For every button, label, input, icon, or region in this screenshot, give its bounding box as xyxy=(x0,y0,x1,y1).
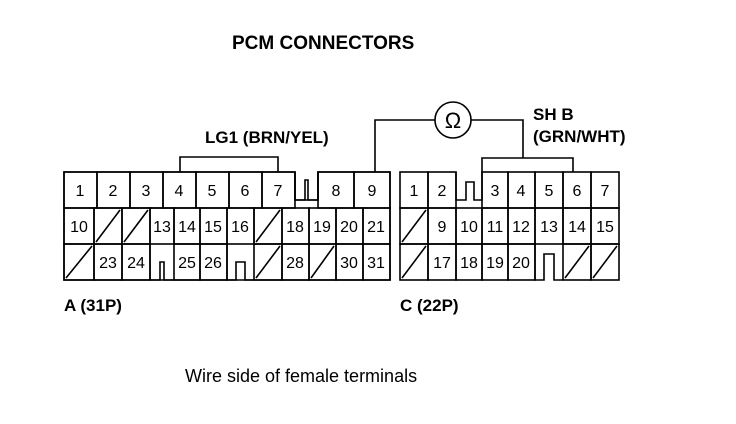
connector-c-row-3: 17 18 19 20 xyxy=(399,243,620,281)
pin-c-9: 9 xyxy=(438,219,447,236)
pin-c-1: 1 xyxy=(410,183,419,200)
lg1-wire-label: LG1 (BRN/YEL) xyxy=(205,128,329,147)
pin-a-21: 21 xyxy=(367,219,385,236)
pin-c-12: 12 xyxy=(512,219,530,236)
connector-c-label: C (22P) xyxy=(400,296,459,315)
pin-a-4: 4 xyxy=(175,183,184,200)
pin-a-10: 10 xyxy=(70,219,88,236)
pin-c-13: 13 xyxy=(540,219,558,236)
footer-caption: Wire side of female terminals xyxy=(185,366,417,386)
pin-a-2: 2 xyxy=(109,183,118,200)
pin-c-15: 15 xyxy=(596,219,614,236)
blank-slash xyxy=(401,209,427,243)
test-lead-wires xyxy=(179,119,574,172)
pin-a-26: 26 xyxy=(204,255,222,272)
connector-a-row-1: 1 2 3 4 5 6 7 8 9 xyxy=(63,171,391,209)
pin-a-13: 13 xyxy=(153,219,171,236)
pin-c-17: 17 xyxy=(433,255,451,272)
pin-a-25: 25 xyxy=(178,255,196,272)
blank-slash xyxy=(401,245,427,279)
pin-c-19: 19 xyxy=(486,255,504,272)
pin-a-14: 14 xyxy=(178,219,196,236)
pin-a-30: 30 xyxy=(340,255,358,272)
pin-c-14: 14 xyxy=(568,219,586,236)
blank-slash xyxy=(564,245,590,279)
pin-a-7: 7 xyxy=(274,183,283,200)
pin-a-15: 15 xyxy=(204,219,222,236)
pin-c-5: 5 xyxy=(545,183,554,200)
pin-a-3: 3 xyxy=(142,183,151,200)
connector-a-label: A (31P) xyxy=(64,296,122,315)
pin-c-2: 2 xyxy=(438,183,447,200)
pin-a-19: 19 xyxy=(313,219,331,236)
shb-wire-color-label: (GRN/WHT) xyxy=(533,127,626,146)
pin-a-31: 31 xyxy=(367,255,385,272)
pin-a-5: 5 xyxy=(208,183,217,200)
pin-c-20: 20 xyxy=(512,255,530,272)
pin-a-18: 18 xyxy=(286,219,304,236)
pin-c-10: 10 xyxy=(460,219,478,236)
ohm-symbol: Ω xyxy=(445,108,461,133)
blank-slash xyxy=(255,209,281,243)
pin-a-1: 1 xyxy=(76,183,85,200)
connector-c-row-1: 1 2 3 4 5 6 7 xyxy=(399,171,620,209)
pin-a-9: 9 xyxy=(368,183,377,200)
blank-slash xyxy=(592,245,618,279)
blank-slash xyxy=(310,245,335,279)
pin-a-8: 8 xyxy=(332,183,341,200)
pin-c-18: 18 xyxy=(460,255,478,272)
pin-a-6: 6 xyxy=(241,183,250,200)
pin-c-3: 3 xyxy=(491,183,500,200)
blank-slash xyxy=(95,209,121,243)
pin-a-24: 24 xyxy=(127,255,145,272)
connector-a: 1 2 3 4 5 6 7 8 9 10 13 xyxy=(63,171,391,281)
blank-slash xyxy=(123,209,149,243)
connector-a-row-2: 10 13 14 15 16 18 19 20 21 xyxy=(63,207,391,245)
pin-a-23: 23 xyxy=(99,255,117,272)
shb-wire-label: SH B xyxy=(533,105,574,124)
connector-c-row-2: 9 10 11 12 13 14 15 xyxy=(399,207,620,245)
blank-slash xyxy=(65,245,93,279)
pin-c-6: 6 xyxy=(573,183,582,200)
pin-c-11: 11 xyxy=(487,219,504,236)
pin-c-7: 7 xyxy=(601,183,610,200)
connector-a-row-3: 23 24 25 26 28 30 31 xyxy=(63,243,391,281)
page-title: PCM CONNECTORS xyxy=(232,33,414,54)
ohmmeter-icon: Ω xyxy=(434,101,472,139)
blank-slash xyxy=(255,245,281,279)
pin-c-4: 4 xyxy=(517,183,526,200)
connector-c: 1 2 3 4 5 6 7 9 10 11 12 13 14 15 xyxy=(399,171,620,281)
pin-a-20: 20 xyxy=(340,219,358,236)
pin-a-16: 16 xyxy=(231,219,249,236)
pin-a-28: 28 xyxy=(286,255,304,272)
